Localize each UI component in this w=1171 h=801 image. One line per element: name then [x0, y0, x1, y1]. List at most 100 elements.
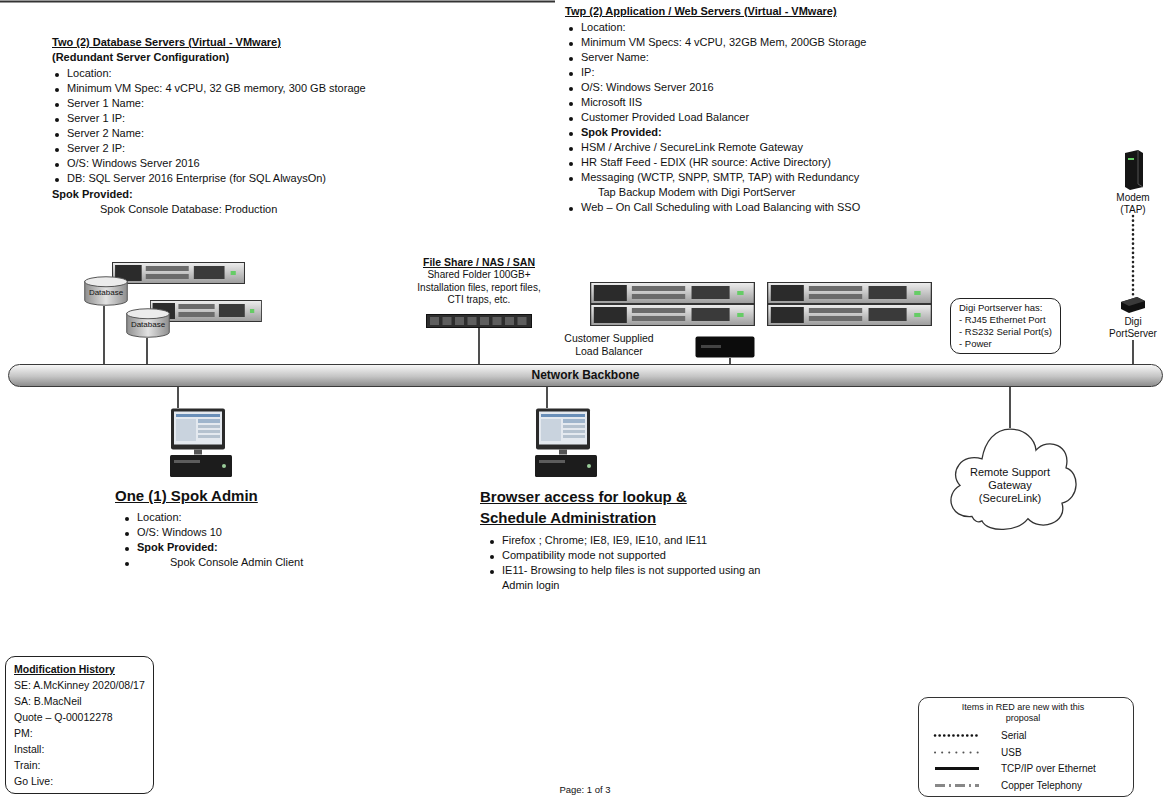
note-text: Tap Backup Modem with Digi PortServer: [598, 185, 795, 200]
network-link: [1132, 216, 1135, 296]
note-text: Customer Provided Load Balancer: [566, 110, 749, 125]
drive-bay: [443, 317, 452, 325]
node-text: Customer Supplied Load Balancer: [553, 332, 665, 358]
node-text: SE: A.McKinney 2020/08/17: [14, 677, 145, 693]
network-link: [1132, 340, 1134, 364]
legend-entry: Serial: [931, 728, 1121, 743]
legend-line: [935, 734, 979, 737]
server-icon: [591, 305, 755, 326]
server-icon: [113, 263, 245, 284]
cloud-outline: [951, 429, 1076, 529]
node-text: Digi Portserver has:: [959, 302, 1052, 314]
drive-bay: [518, 317, 527, 325]
note-text: Spok Console Database: Production: [100, 202, 277, 217]
node-text: Database: [87, 288, 125, 298]
node-text: Go Live:: [14, 773, 145, 789]
network-link: [1009, 387, 1011, 428]
screen-content: [563, 435, 585, 438]
node-text: Quote – Q-00012278: [14, 709, 145, 725]
workstation-icon: [170, 408, 232, 480]
digi-top: [1121, 297, 1145, 306]
note-text: Spok Provided:: [566, 125, 662, 140]
note-text: Compatibility mode not supported: [487, 548, 666, 563]
monitor-frame: [536, 409, 590, 450]
node-text: - RS232 Serial Port(s): [959, 326, 1052, 338]
workstation: One (1) Spok Admin: [115, 408, 258, 505]
note-text: Location:: [122, 510, 182, 525]
note-text: IE11- Browsing to help files is not supp…: [487, 563, 782, 593]
drive-bay: [493, 317, 502, 325]
node-text: Network Backbone: [9, 365, 1162, 386]
note-text: Page: 1 of 3: [555, 783, 615, 796]
load-balancer-body: [696, 337, 755, 358]
frame-line: [0, 1, 555, 3]
node-text: Train:: [14, 757, 145, 773]
note-text: Items in RED are new with this proposal: [953, 702, 1093, 724]
network-link: [177, 387, 179, 408]
node-text: File Share / NAS / SAN: [414, 256, 544, 269]
modem-body: [1125, 150, 1143, 190]
node-text: Remote Support Gateway (SecureLink): [965, 466, 1055, 505]
drive-bay: [430, 317, 439, 325]
note-text: Spok Console Admin Client: [122, 555, 303, 570]
remote-gateway-cloud: Remote Support Gateway (SecureLink): [940, 428, 1080, 532]
port-strip: [701, 345, 721, 348]
legend-line: [935, 767, 979, 770]
network-link: [478, 328, 480, 365]
nas-chassis: [427, 314, 532, 327]
note-text: Twp (2) Application / Web Servers (Virtu…: [565, 4, 837, 19]
drive-bay: [505, 317, 514, 325]
note-text: Server 1 IP:: [52, 111, 125, 126]
text-holder: Customer Supplied Load Balancer: [553, 332, 665, 358]
node-text: Modem (TAP): [1110, 192, 1156, 216]
legend-entry: USB: [931, 745, 1121, 760]
history-box: Modification HistorySE: A.McKinney 2020/…: [5, 656, 154, 794]
monitor-screen: [174, 412, 222, 445]
note-text: Server 2 Name:: [52, 126, 144, 141]
note-text: Server 1 Name:: [52, 96, 144, 111]
note-text: Server 2 IP:: [52, 141, 125, 156]
network-backbone: Network Backbone: [8, 364, 1163, 387]
screen-content: [176, 419, 196, 441]
note-text: O/S: Windows Server 2016: [52, 156, 200, 171]
database-node: Database: [84, 276, 128, 306]
legend-line: [935, 751, 979, 753]
screen-content: [198, 430, 220, 433]
drive-bay: [455, 317, 464, 325]
workstation: Browser access for lookup & Schedule Adm…: [480, 408, 730, 528]
note-text: Minimum VM Spec: 4 vCPU, 32 GB memory, 3…: [52, 81, 366, 96]
modem-device: Modem (TAP): [1110, 150, 1156, 216]
note-text: Firefox ; Chrome; IE8, IE9, IE10, and IE…: [487, 533, 707, 548]
note-text: (Redundant Server Configuration): [52, 50, 229, 65]
legend-sample: [931, 761, 983, 776]
node-text: Install:: [14, 741, 145, 757]
note-text: Web – On Call Scheduling with Load Balan…: [566, 200, 860, 215]
legend-text: Copper Telephony: [1001, 778, 1082, 793]
node-text: Browser access for lookup & Schedule Adm…: [480, 486, 730, 528]
server-icon: [591, 283, 755, 304]
file-share-device: File Share / NAS / SANShared Folder 100G…: [414, 256, 544, 328]
legend-text: Serial: [1001, 728, 1027, 743]
node-text: - Power: [959, 338, 1052, 350]
screen-content: [176, 414, 220, 417]
legend-entry: Copper Telephony: [931, 778, 1121, 793]
note-text: Two (2) Database Servers (Virtual - VMwa…: [52, 35, 281, 50]
network-link: [146, 338, 148, 364]
database-server-icons: [113, 263, 262, 322]
drive-bay: [468, 317, 477, 325]
note-text: Server Name:: [566, 50, 649, 65]
node-text: Database: [129, 320, 167, 330]
node-text: - RJ45 Ethernet Port: [959, 314, 1052, 326]
power-light: [222, 464, 226, 468]
app-server-icons: [591, 283, 932, 326]
cylinder-top: [85, 277, 128, 287]
network-link: [103, 306, 105, 364]
modem-icon: [1122, 150, 1144, 190]
legend-sample: [931, 728, 983, 743]
note-text: Minimum VM Specs: 4 vCPU, 32GB Mem, 200G…: [566, 35, 867, 50]
legend-line: [935, 784, 979, 787]
screen-content: [563, 425, 585, 428]
monitor-screen: [539, 412, 587, 445]
note-text: Messaging (WCTP, SNPP, SMTP, TAP) with R…: [566, 170, 859, 185]
